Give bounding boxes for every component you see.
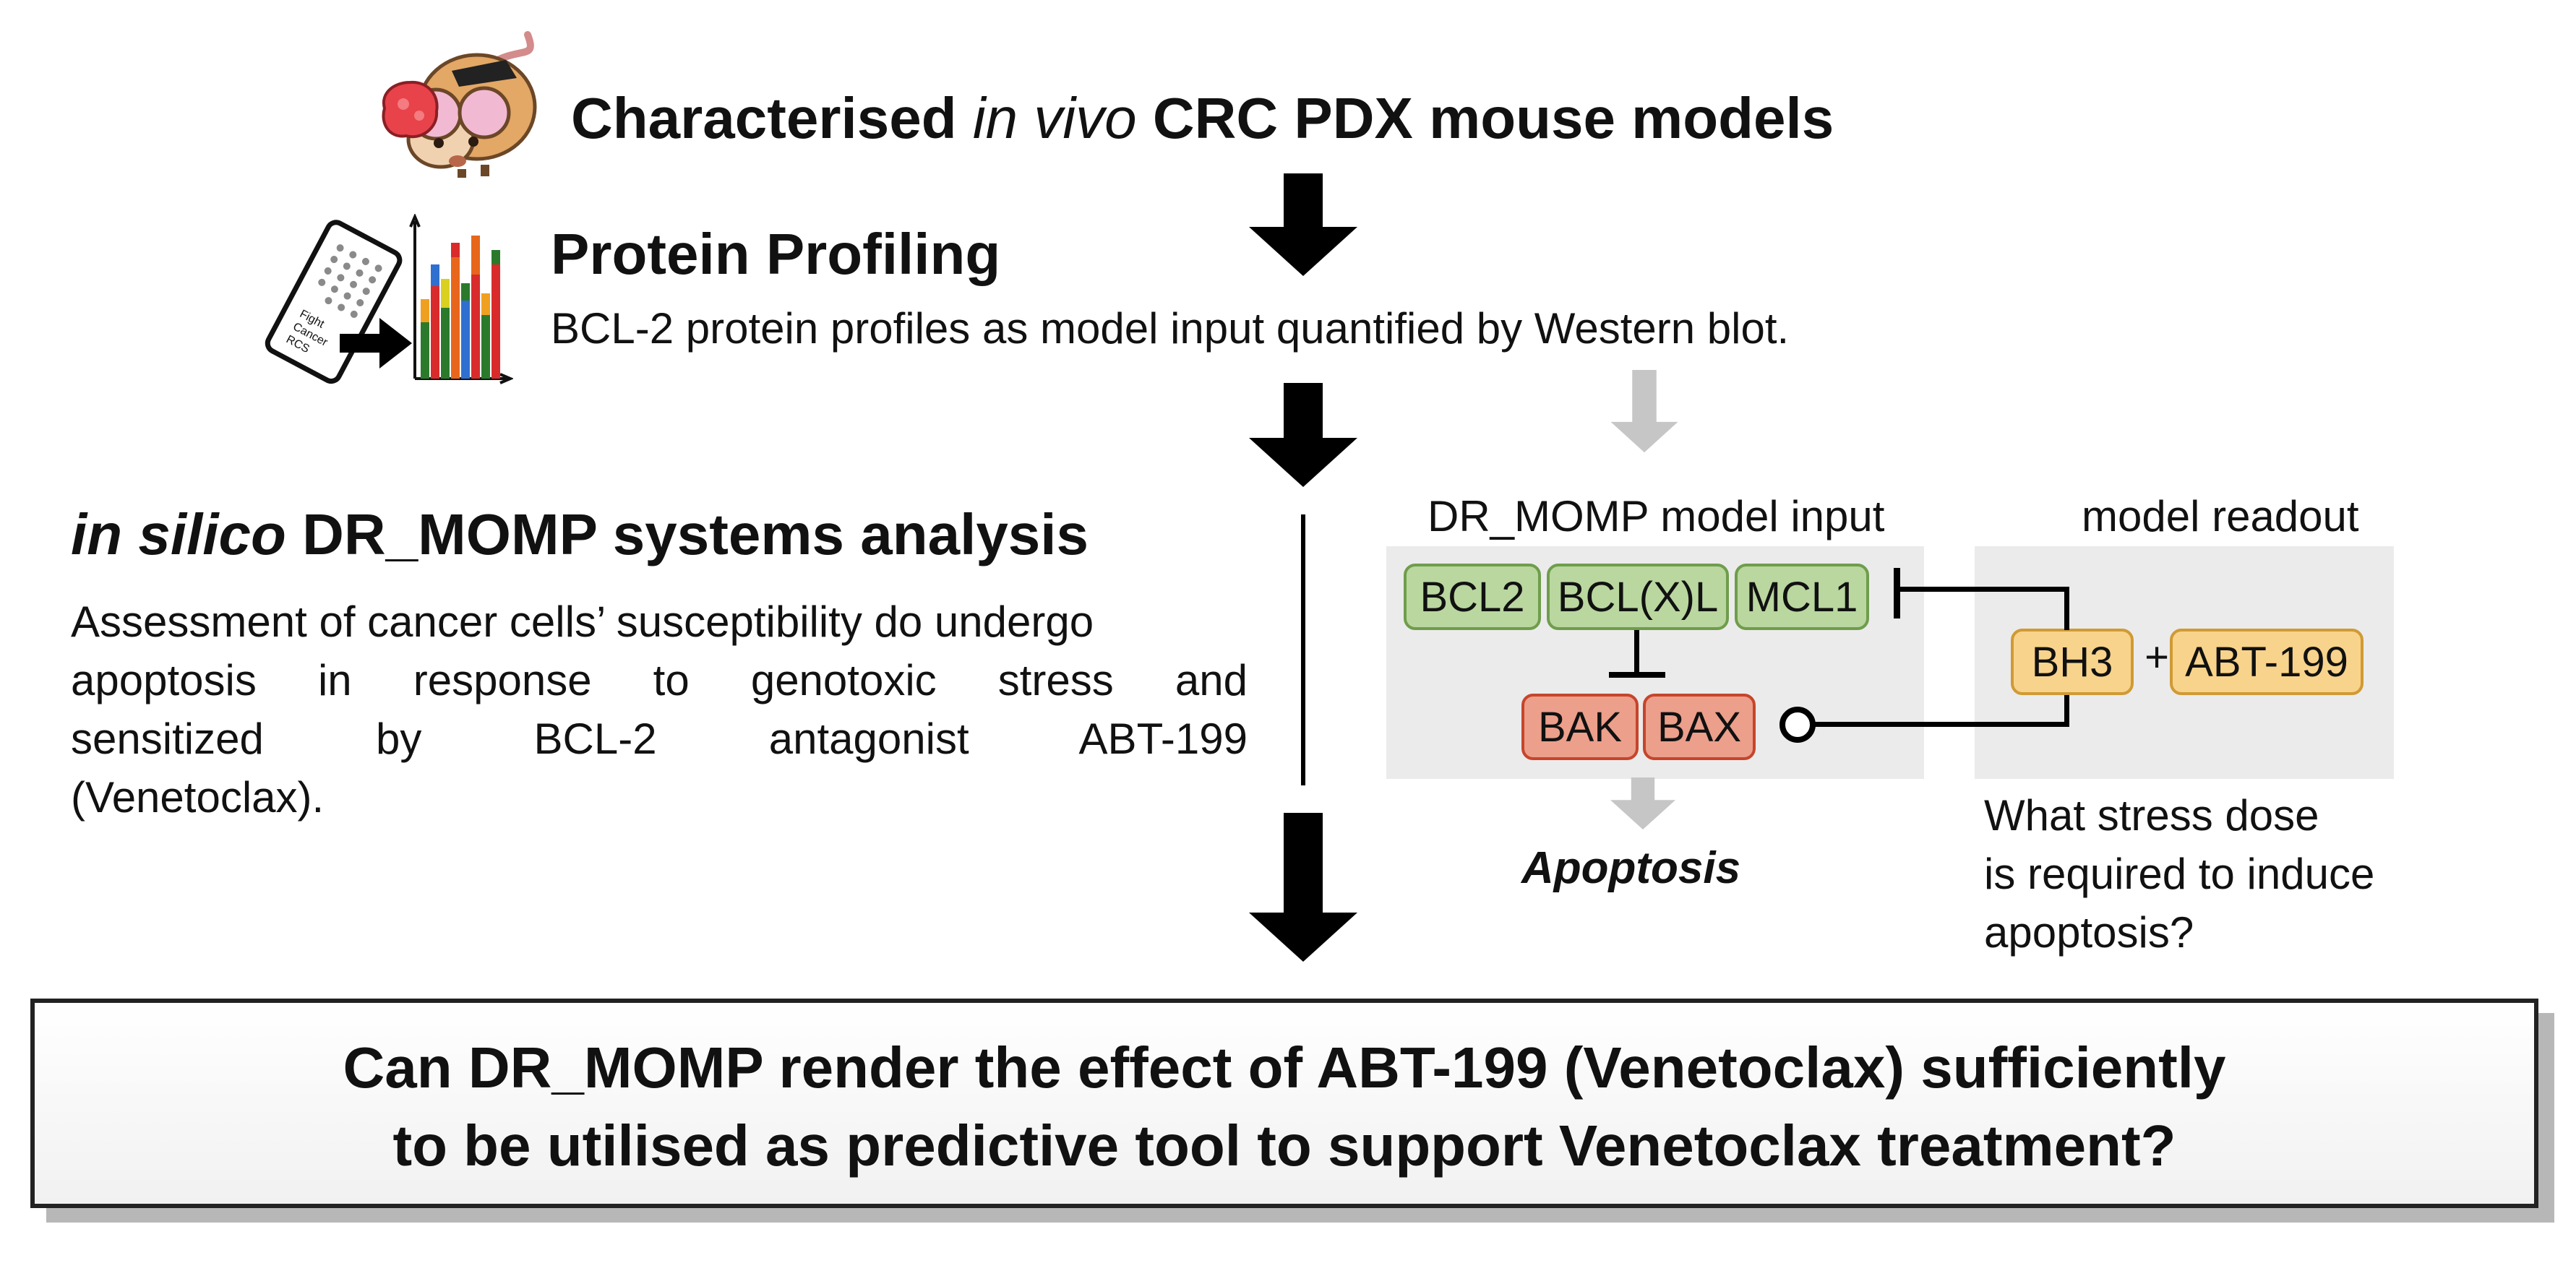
- activation-circle: [1779, 707, 1816, 743]
- analysis-description-line-4: (Venetoclax).: [71, 773, 325, 822]
- title-part-1: Characterised: [571, 86, 973, 150]
- readout-question-line-3: apoptosis?: [1984, 908, 2194, 957]
- readout-inhibit-horizontal: [1899, 587, 2069, 592]
- model-input-label: DR_MOMP model input: [1427, 492, 1885, 540]
- arrow-down-3: [1249, 813, 1357, 965]
- profiling-title: Protein Profiling: [551, 222, 1001, 286]
- tumor-icon: [382, 80, 439, 139]
- readout-activate-horizontal: [1813, 722, 2069, 727]
- title-italic: in vivo: [972, 86, 1137, 150]
- readout-activate-vertical: [2064, 695, 2069, 727]
- bclxl-box: BCL(X)L: [1547, 564, 1729, 630]
- analysis-title-italic: in silico: [71, 502, 286, 566]
- analysis-description: Assessment of cancer cells’ susceptibili…: [71, 592, 1248, 827]
- plus-sign: +: [2144, 634, 2169, 681]
- profiling-description: BCL-2 protein profiles as model input qu…: [551, 304, 1790, 353]
- analysis-description-line-3: sensitized by BCL-2 antagonist ABT-199: [71, 715, 1248, 763]
- apoptosis-label: Apoptosis: [1521, 843, 1741, 893]
- arrow-to-apoptosis: [1610, 777, 1675, 829]
- conclusion-box: Can DR_MOMP render the effect of ABT-199…: [30, 999, 2538, 1208]
- mcl1-box: MCL1: [1735, 564, 1869, 630]
- protein-array-icon: Fight Cancer RCS: [265, 220, 403, 384]
- analysis-description-line-2: apoptosis in response to genotoxic stres…: [71, 656, 1248, 704]
- bax-box: BAX: [1643, 694, 1756, 760]
- conclusion-line-1: Can DR_MOMP render the effect of ABT-199…: [343, 1035, 2226, 1100]
- analysis-title-rest: DR_MOMP systems analysis: [285, 502, 1089, 566]
- arrow-down-2: [1249, 383, 1357, 488]
- bar-chart-icon: [409, 214, 513, 384]
- abt199-box: ABT-199: [2170, 629, 2364, 695]
- bcl2-box: BCL2: [1404, 564, 1541, 630]
- arrow-down-1: [1249, 173, 1357, 276]
- transfer-arrow-icon: [340, 318, 412, 368]
- conclusion-line-2: to be utilised as predictive tool to sup…: [392, 1113, 2176, 1178]
- readout-question: What stress dose is required to induce a…: [1984, 786, 2374, 962]
- model-readout-label: model readout: [2082, 492, 2359, 540]
- analysis-title: in silico DR_MOMP systems analysis: [71, 506, 1089, 564]
- analysis-description-line-1: Assessment of cancer cells’ susceptibili…: [71, 598, 1094, 646]
- bh3-box: BH3: [2011, 629, 2134, 695]
- readout-inhibit-vertical: [2064, 587, 2069, 630]
- inhibit-stem: [1634, 630, 1639, 675]
- arrow-to-model-input: [1610, 370, 1678, 453]
- inhibit-bar: [1609, 672, 1665, 678]
- readout-question-line-2: is required to induce: [1984, 850, 2375, 898]
- page-title: Characterised in vivo CRC PDX mouse mode…: [571, 90, 1834, 147]
- readout-question-line-1: What stress dose: [1984, 791, 2319, 840]
- title-part-2: CRC PDX mouse models: [1136, 86, 1834, 150]
- bak-box: BAK: [1521, 694, 1639, 760]
- readout-inhibit-bar: [1894, 568, 1900, 618]
- section-divider: [1301, 514, 1305, 785]
